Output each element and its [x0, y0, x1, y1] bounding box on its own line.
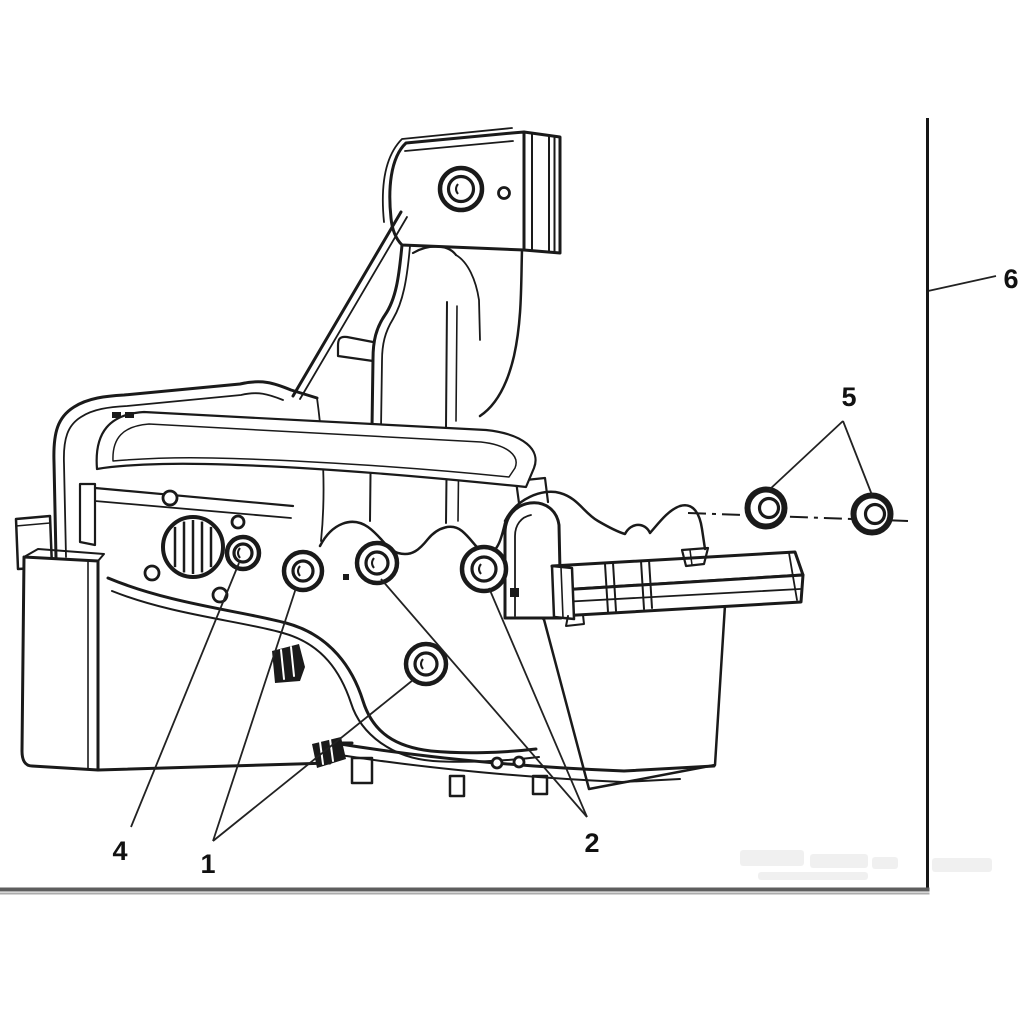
leader-line-2 [488, 587, 588, 818]
rear-panel-right [478, 248, 524, 418]
upright-top-tab [514, 476, 550, 505]
bushing [459, 544, 509, 594]
bushing [281, 549, 325, 593]
slab-front-line [561, 588, 801, 603]
surface-mark [112, 412, 121, 418]
rail-tab [531, 774, 549, 796]
pocket-inner [112, 423, 517, 478]
bushing [224, 534, 262, 572]
bushing [437, 165, 485, 213]
rear-panel-left-inner [455, 305, 458, 422]
channel-flange [78, 482, 97, 547]
head-top-inner-line [404, 140, 514, 152]
callout-labels-layer: 1 2 4 5 6 [112, 264, 1018, 879]
foot-block-slit [329, 738, 334, 762]
watermark [740, 850, 992, 880]
leader-line-5 [768, 420, 844, 491]
loose-bushing [850, 492, 894, 536]
leader-line-6 [927, 275, 997, 292]
bolt-hole [490, 756, 504, 770]
page-frame-layer [0, 118, 930, 895]
loose-bushing [744, 486, 788, 530]
pedestal-top [23, 548, 105, 562]
rear-panel-top [455, 254, 481, 341]
clamp-block-slit [280, 649, 285, 680]
callout-label-4: 4 [112, 836, 127, 866]
arm-shoulder [411, 245, 458, 257]
channel-rib-inner [111, 590, 540, 763]
arm-left-edge [370, 243, 404, 430]
bolt-hole [230, 514, 246, 530]
foot-block [312, 737, 346, 768]
body-left-inner [63, 392, 284, 558]
arm-strut-inner [299, 216, 408, 400]
bushing [403, 641, 449, 687]
slab-band [640, 560, 645, 610]
arm-strut [291, 210, 403, 398]
arm-step [336, 335, 375, 363]
slab-band [604, 563, 609, 613]
slab-foot-notch [565, 614, 585, 627]
bolt-hole [161, 489, 179, 507]
surface-mark [343, 574, 349, 580]
bushing [354, 540, 400, 586]
left-wing-line [15, 522, 51, 527]
bolt-hole [211, 586, 229, 604]
callout-label-1: 1 [200, 849, 215, 879]
parts-layer [112, 165, 894, 770]
callout-label-5: 5 [841, 382, 856, 412]
leader-line-5 [842, 420, 873, 496]
slab-band [612, 562, 617, 612]
assembly-drawing [14, 127, 805, 798]
slab-right-edge [788, 552, 798, 601]
head-outer-contour [381, 127, 513, 223]
clamp-block [272, 644, 305, 683]
surface-mark [510, 588, 519, 597]
slab-end-cap [550, 564, 576, 621]
slab-clip [680, 546, 710, 568]
channel-rib-outer [106, 576, 538, 755]
leader-line-1 [212, 679, 414, 842]
upright-bracket-inner [514, 514, 532, 617]
channel-bottom [94, 500, 292, 519]
channel-top [93, 486, 295, 508]
leader-line-2 [380, 578, 588, 818]
slab-end-cap-line [560, 566, 564, 619]
callout-label-2: 2 [584, 828, 599, 858]
bottom-rail-top [332, 741, 716, 773]
arm-left-edge-inner [380, 245, 411, 430]
surface-mark [125, 412, 134, 418]
right-rim-wave [503, 490, 707, 551]
body-left-outline [52, 380, 319, 560]
slab-band [648, 559, 653, 609]
bolt-hole [143, 564, 161, 582]
bolt-hole [497, 186, 511, 200]
bolt-hole [512, 755, 526, 769]
lower-right-panel [540, 603, 727, 791]
pedestal [20, 555, 100, 772]
bottom-rail-bottom [339, 754, 681, 783]
leader-line-4 [130, 562, 240, 828]
rail-tab [350, 756, 374, 785]
clamp-block-slit [290, 646, 295, 677]
leader-lines-layer [130, 275, 997, 842]
callout-label-6: 6 [1003, 264, 1018, 294]
pocket-outer [95, 410, 537, 489]
slab-clip-line [689, 549, 693, 566]
rear-panel-left [445, 301, 448, 428]
leader-line-1 [212, 587, 297, 842]
rail-tab [448, 774, 466, 798]
